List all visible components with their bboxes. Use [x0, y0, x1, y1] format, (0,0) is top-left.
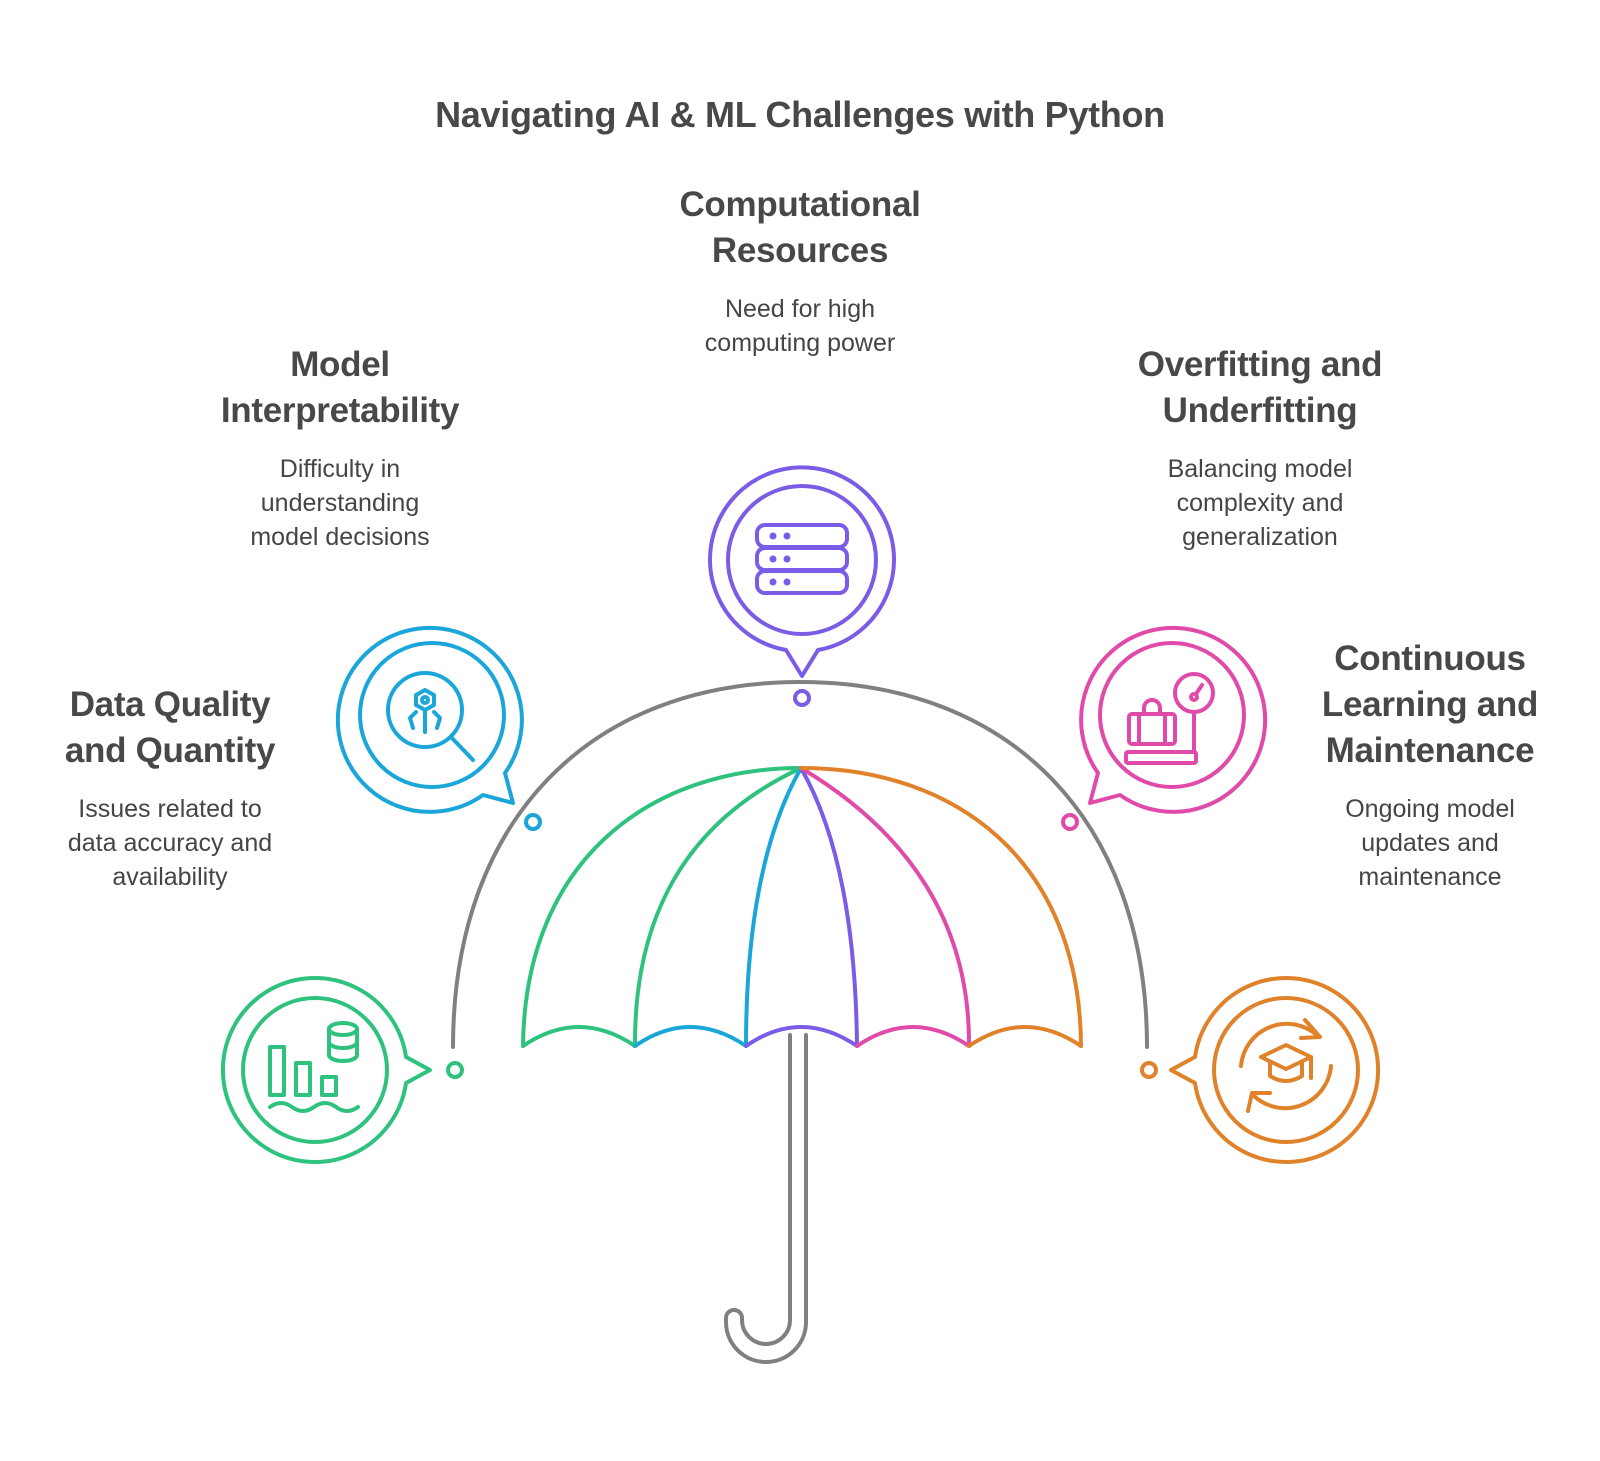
item-heading: Model Interpretability — [180, 342, 500, 434]
bubble-model-interpretability — [335, 625, 524, 814]
scallop-pink — [855, 1025, 971, 1048]
desc-line: Issues related to — [78, 795, 262, 823]
graduation-cycle-icon — [1239, 1018, 1333, 1113]
desc-line: data accuracy and — [67, 829, 273, 857]
canopy-rib-green — [632, 766, 803, 1048]
heading-line: Resources — [711, 231, 889, 270]
canopy-rib-pink — [799, 766, 972, 1048]
bubble-data-quality — [220, 976, 432, 1164]
connector-dot-pink — [1061, 813, 1079, 831]
bubble-continuous-learning — [1169, 976, 1381, 1164]
desc-line: updates and — [1361, 829, 1499, 857]
bubble-computational-resources — [708, 465, 896, 678]
item-description: Ongoing model updates and maintenance — [1280, 792, 1580, 894]
canopy-left-edge — [521, 766, 803, 1048]
item-description: Difficulty in understanding model decisi… — [180, 452, 500, 554]
desc-line: availability — [112, 863, 228, 891]
item-continuous-learning: Continuous Learning and Maintenance Ongo… — [1280, 636, 1580, 894]
item-heading: Continuous Learning and Maintenance — [1280, 636, 1580, 774]
item-computational-resources: Computational Resources Need for high co… — [630, 182, 970, 360]
heading-line: Data Quality — [69, 685, 271, 724]
item-model-interpretability: Model Interpretability Difficulty in und… — [180, 342, 500, 554]
umbrella-handle — [724, 1033, 808, 1364]
connector-dot-green — [446, 1061, 464, 1079]
heading-line: Maintenance — [1325, 731, 1535, 770]
heading-line: Continuous — [1334, 639, 1526, 678]
item-data-quality: Data Quality and Quantity Issues related… — [20, 682, 320, 894]
scallop-purple — [744, 1025, 859, 1048]
desc-line: Difficulty in — [279, 455, 401, 483]
desc-line: Ongoing model — [1345, 795, 1515, 823]
scallop-blue — [633, 1025, 748, 1048]
item-description: Balancing model complexity and generaliz… — [1090, 452, 1430, 554]
heading-line: Learning and — [1321, 685, 1539, 724]
heading-line: Overfitting and — [1137, 345, 1383, 384]
desc-line: Need for high — [724, 295, 876, 323]
connector-dot-blue — [524, 813, 542, 831]
desc-line: complexity and — [1176, 489, 1344, 517]
item-heading: Computational Resources — [630, 182, 970, 274]
server-stack-icon — [755, 523, 849, 595]
item-description: Issues related to data accuracy and avai… — [20, 792, 320, 894]
luggage-scale-icon — [1124, 672, 1215, 765]
heading-line: Interpretability — [220, 391, 460, 430]
item-heading: Overfitting and Underfitting — [1090, 342, 1430, 434]
magnifier-robot-arm-icon — [386, 671, 475, 762]
connector-dot-orange — [1140, 1061, 1158, 1079]
scallop-orange — [967, 1025, 1083, 1048]
heading-line: and Quantity — [64, 731, 276, 770]
canopy-right-edge — [799, 766, 1083, 1048]
bubble-overfitting — [1079, 625, 1268, 814]
heading-line: Computational — [679, 185, 921, 224]
connector-dot-purple — [793, 689, 811, 707]
item-heading: Data Quality and Quantity — [20, 682, 320, 774]
desc-line: computing power — [704, 329, 896, 357]
canopy-rib-blue — [744, 766, 803, 1048]
heading-line: Underfitting — [1162, 391, 1358, 430]
heading-line: Model — [290, 345, 390, 384]
item-description: Need for high computing power — [630, 292, 970, 360]
desc-line: generalization — [1182, 523, 1338, 551]
item-overfitting: Overfitting and Underfitting Balancing m… — [1090, 342, 1430, 554]
data-chart-database-icon — [268, 1021, 360, 1113]
scallop-green — [521, 1025, 637, 1048]
canopy-rib-purple — [799, 766, 859, 1048]
desc-line: maintenance — [1358, 863, 1502, 891]
outer-arc — [451, 680, 1149, 1049]
diagram-title: Navigating AI & ML Challenges with Pytho… — [435, 94, 1165, 135]
desc-line: Balancing model — [1167, 455, 1353, 483]
desc-line: model decisions — [250, 523, 430, 551]
desc-line: understanding — [260, 489, 420, 517]
